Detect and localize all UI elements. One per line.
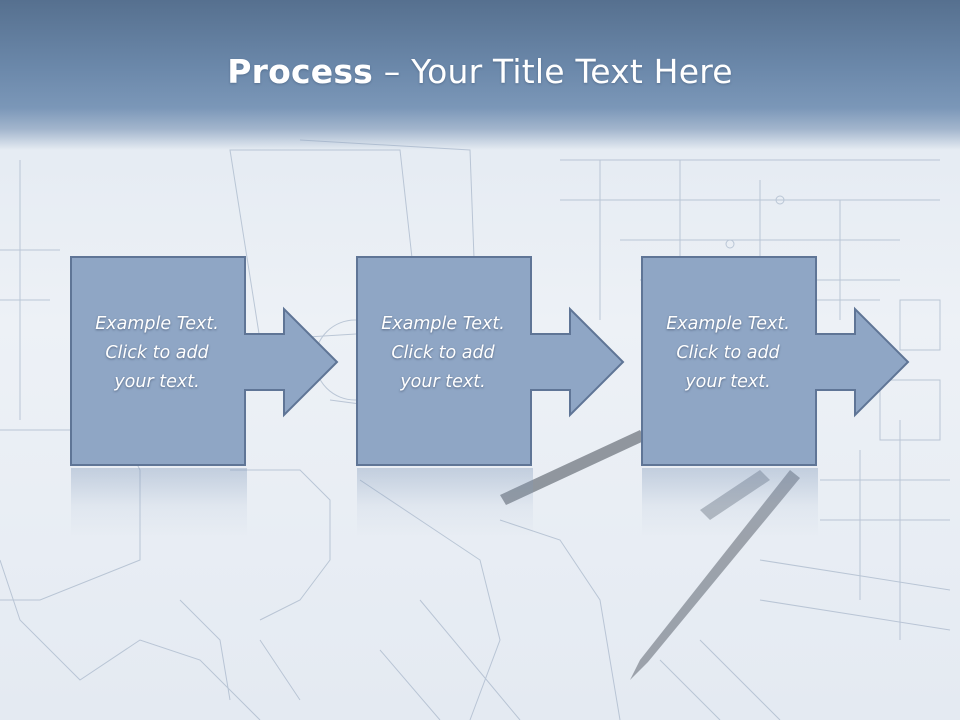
slide-title[interactable]: Process – Your Title Text Here — [0, 52, 960, 91]
process-step-3[interactable]: Example Text. Click to add your text. — [641, 256, 911, 468]
step-reflection — [71, 468, 247, 538]
step-text-line: your text. — [114, 372, 200, 392]
process-step-1[interactable]: Example Text. Click to add your text. — [70, 256, 340, 468]
step-text-line: Example Text. — [666, 314, 790, 334]
arrow-callout-shape — [70, 256, 339, 466]
step-reflection — [642, 468, 818, 538]
step-text-line: Example Text. — [381, 314, 505, 334]
step-text-line: Click to add — [105, 343, 209, 363]
step-text-line: your text. — [400, 372, 486, 392]
step-text-line: Click to add — [391, 343, 495, 363]
arrow-callout-shape — [641, 256, 910, 466]
title-band — [0, 0, 960, 150]
title-bold: Process — [227, 52, 374, 91]
process-step-2[interactable]: Example Text. Click to add your text. — [356, 256, 626, 468]
step-text: Example Text. Click to add your text. — [643, 310, 813, 397]
step-text: Example Text. Click to add your text. — [358, 310, 528, 397]
step-text-line: Example Text. — [95, 314, 219, 334]
step-text-line: Click to add — [676, 343, 780, 363]
step-text: Example Text. Click to add your text. — [72, 310, 242, 397]
title-rest: – Your Title Text Here — [373, 52, 733, 91]
step-reflection — [357, 468, 533, 538]
step-text-line: your text. — [685, 372, 771, 392]
arrow-callout-shape — [356, 256, 625, 466]
